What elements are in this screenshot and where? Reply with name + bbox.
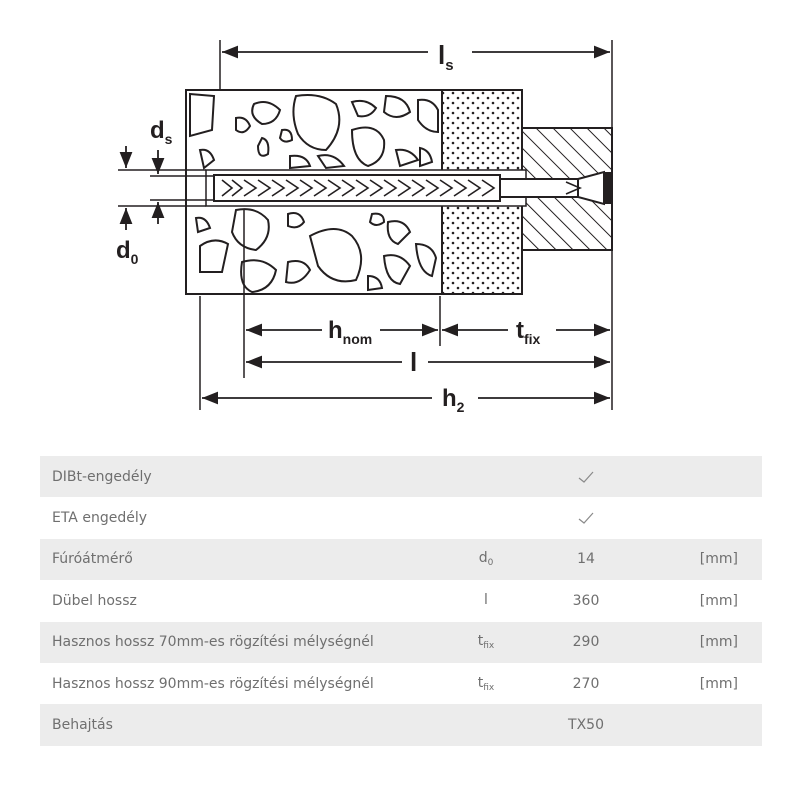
spec-value: 360 [526,593,646,609]
spec-value: 14 [526,551,646,567]
spec-row: Behajtás TX50 [40,704,762,746]
checkmark-icon [578,471,594,483]
spec-symbol: tfix [446,675,526,693]
spec-symbol-sub: fix [483,641,495,652]
spec-symbol-main: d [478,550,488,567]
spec-symbol-main: t [477,633,484,650]
label-h2: h2 [442,385,465,415]
spec-label: ETA engedély [52,510,147,527]
label-tfix: tfix [516,317,541,347]
spec-row: Fúróátmérő d0 14 [mm] [40,538,762,581]
spec-row: ETA engedély [40,497,762,538]
spec-value-text: TX50 [568,717,604,734]
label-l: l [410,347,417,377]
spec-value-text: 14 [577,551,595,568]
spec-label: Behajtás [52,717,113,734]
label-ls: ls [438,40,454,74]
spec-row: DIBt-engedély [40,456,762,498]
dimension-lines [119,45,610,405]
label-hnom: hnom [328,317,372,347]
spec-symbol-sub: fix [483,682,495,693]
spec-label: Hasznos hossz 90mm-es rögzítési mélységn… [52,675,374,692]
spec-symbol: l [446,592,526,610]
anchor-diagram: ls ds d0 hnom tfix l h2 [116,40,613,415]
checkmark-icon [578,512,594,524]
spec-value-text: 270 [572,675,600,692]
spec-value [526,469,646,485]
spec-unit: [mm] [699,551,738,568]
spec-value: TX50 [526,717,646,733]
spec-value-text: 360 [572,592,600,609]
spec-label: Fúróátmérő [52,551,133,568]
spec-value-text: 290 [572,634,600,651]
anchor-dowel [213,170,612,206]
spec-symbol: tfix [446,633,526,651]
spec-label: Hasznos hossz 70mm-es rögzítési mélységn… [52,634,374,651]
spec-label: DIBt-engedély [52,468,152,485]
spec-row: Dübel hossz l 360 [mm] [40,580,762,621]
spec-row: Hasznos hossz 70mm-es rögzítési mélységn… [40,621,762,663]
spec-unit: [mm] [699,675,738,692]
spec-symbol-main: t [477,674,484,691]
label-d0: d0 [116,237,139,267]
spec-label: Dübel hossz [52,592,137,609]
spec-symbol: d0 [446,550,526,568]
spec-unit: [mm] [699,592,738,609]
spec-value: 270 [526,676,646,692]
spec-row: Hasznos hossz 90mm-es rögzítési mélységn… [40,663,762,704]
spec-symbol-sub: 0 [487,558,494,569]
spec-value: 290 [526,634,646,650]
spec-unit: [mm] [699,634,738,651]
spec-value [526,510,646,526]
spec-symbol-main: l [484,591,488,608]
label-ds: ds [150,117,173,147]
extension-lines [118,40,613,410]
